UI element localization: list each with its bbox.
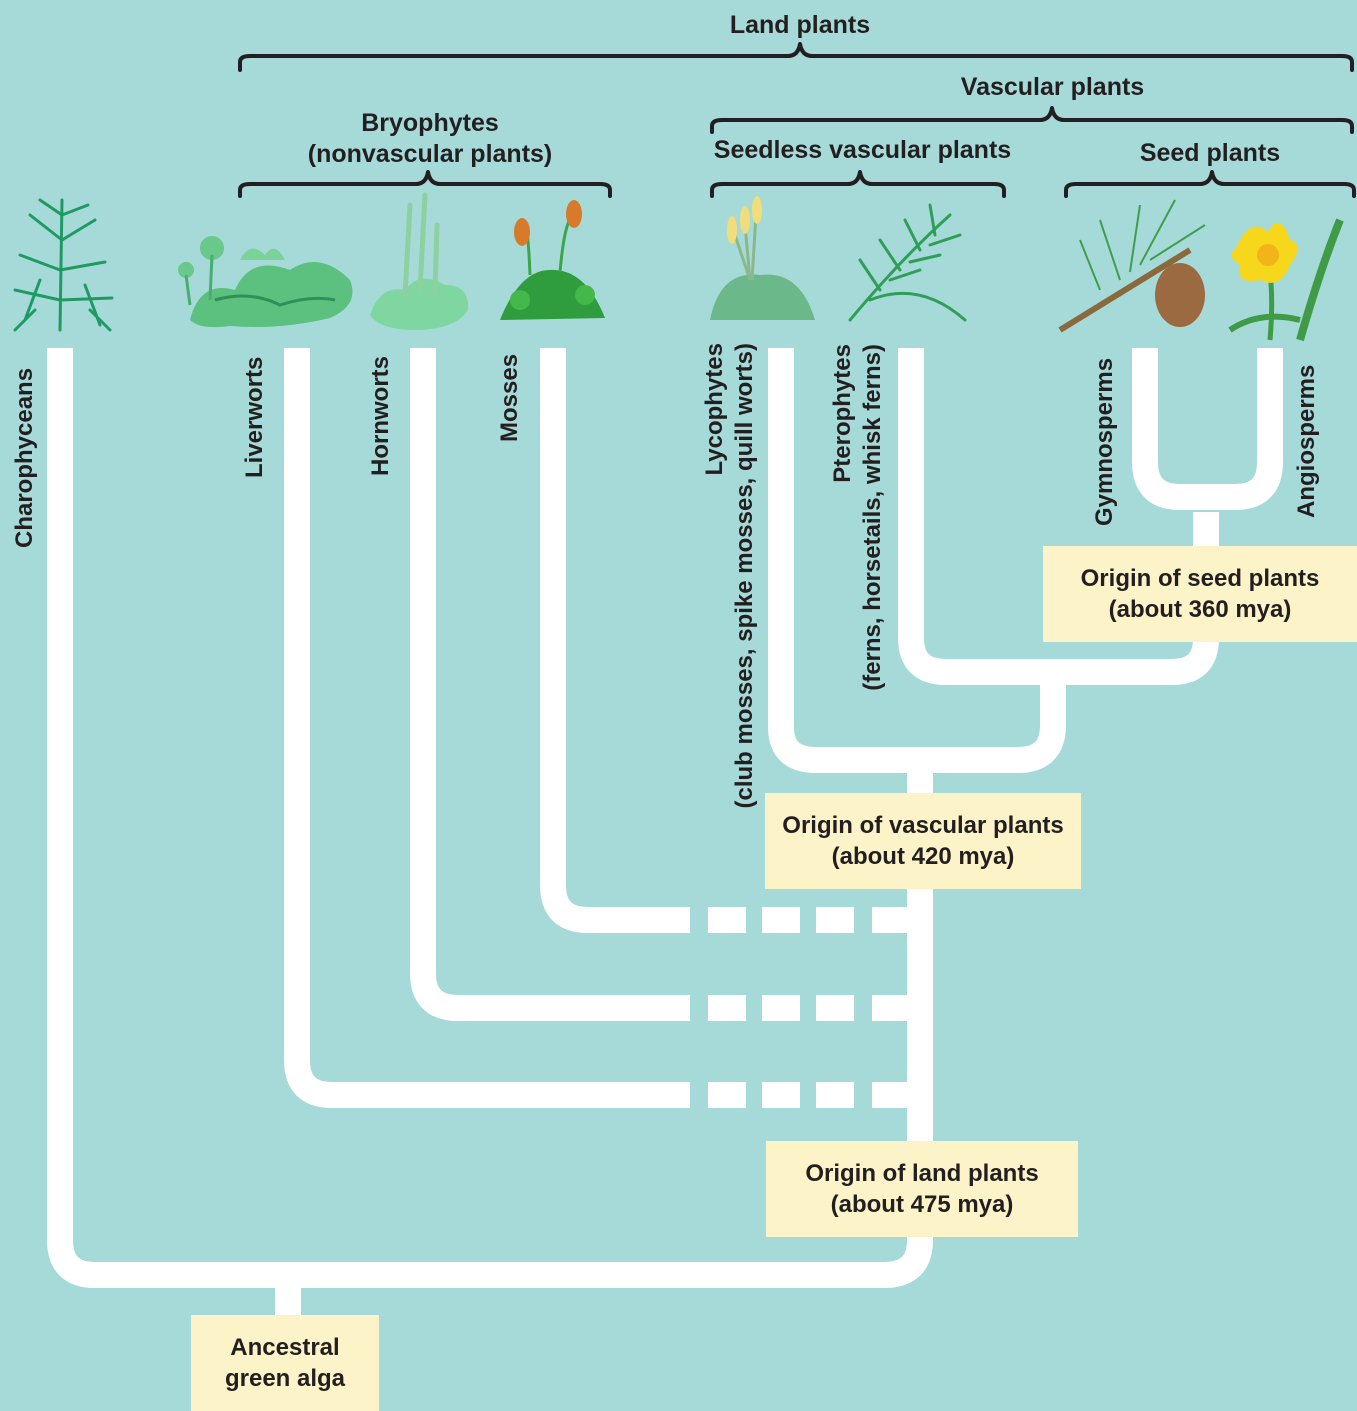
origin-vascular-plants-date: (about 420 mya) <box>831 843 1015 870</box>
daffodil-illustration <box>1228 218 1344 342</box>
vascular-plants-bracket <box>710 106 1354 134</box>
dash <box>708 995 746 1021</box>
dash <box>762 1082 800 1108</box>
land-plants-bracket <box>238 42 1354 72</box>
hornwort-illustration <box>370 192 469 330</box>
lycophyte-illustration <box>710 196 815 320</box>
pine-illustration <box>1058 199 1206 333</box>
vascular-plants-label: Vascular plants <box>960 73 1145 101</box>
dash <box>762 995 800 1021</box>
pterophytes-branch <box>898 348 1219 685</box>
dash <box>762 907 800 933</box>
seed-plants-label: Seed plants <box>1139 139 1281 167</box>
dash <box>872 995 908 1021</box>
seedless-vascular-label: Seedless vascular plants <box>713 136 1012 164</box>
taxon-gymnosperms: Gymnosperms <box>1091 357 1118 526</box>
hornworts-branch <box>410 348 690 1021</box>
seedless-vascular-bracket <box>710 170 1006 198</box>
origin-vascular-plants-box: Origin of vascular plants (about 420 mya… <box>765 793 1081 889</box>
ancestral-green-alga-box: Ancestral green alga <box>191 1315 379 1411</box>
dash <box>872 1082 908 1108</box>
bryophytes-subtitle: (nonvascular plants) <box>307 140 553 168</box>
origin-land-plants-date: (about 475 mya) <box>830 1191 1014 1218</box>
lycophytes-name: Lycophytes <box>701 343 728 476</box>
charophycean-illustration <box>13 198 114 332</box>
dash <box>816 995 854 1021</box>
taxon-charophyceans: Charophyceans <box>11 367 38 548</box>
dash <box>816 1082 854 1108</box>
ancestor-line1: Ancestral <box>230 1334 340 1361</box>
origin-seed-plants-box: Origin of seed plants (about 360 mya) <box>1043 546 1357 642</box>
fern-illustration <box>848 203 967 322</box>
origin-land-plants-title: Origin of land plants <box>805 1160 1039 1187</box>
charophyceans-branch <box>47 348 933 1288</box>
moss-illustration <box>500 200 605 320</box>
origin-seed-plants-date: (about 360 mya) <box>1108 596 1292 623</box>
origin-seed-plants-title: Origin of seed plants <box>1080 565 1320 592</box>
pterophytes-examples: (ferns, horsetails, whisk ferns) <box>859 344 886 691</box>
gymnosperms-branch <box>1132 348 1283 510</box>
taxon-mosses: Mosses <box>496 353 523 442</box>
liverwort-illustration <box>178 236 353 328</box>
lycophytes-examples: (club mosses, spike mosses, quill worts) <box>731 343 758 809</box>
seed-plants-bracket <box>1064 170 1356 198</box>
taxon-pterophytes: Pterophytes (ferns, horsetails, whisk fe… <box>828 344 888 712</box>
taxon-hornworts: Hornworts <box>367 356 394 476</box>
land-plants-label: Land plants <box>729 11 871 39</box>
taxon-liverworts: Liverworts <box>241 356 268 478</box>
liverworts-branch <box>284 348 690 1108</box>
bryophytes-title: Bryophytes <box>361 109 499 137</box>
origin-land-plants-box: Origin of land plants (about 475 mya) <box>766 1141 1078 1237</box>
origin-vascular-plants-title: Origin of vascular plants <box>782 812 1064 839</box>
bryophytes-bracket <box>238 170 612 198</box>
bryophytes-label: Bryophytes (nonvascular plants) <box>280 108 580 170</box>
dash <box>708 907 746 933</box>
pterophytes-name: Pterophytes <box>829 344 856 483</box>
dash <box>708 1082 746 1108</box>
taxon-angiosperms: Angiosperms <box>1293 364 1320 518</box>
dash <box>872 907 908 933</box>
dash <box>816 907 854 933</box>
ancestor-line2: green alga <box>224 1365 346 1392</box>
mosses-branch <box>540 348 690 933</box>
taxon-lycophytes: Lycophytes (club mosses, spike mosses, q… <box>700 343 760 838</box>
